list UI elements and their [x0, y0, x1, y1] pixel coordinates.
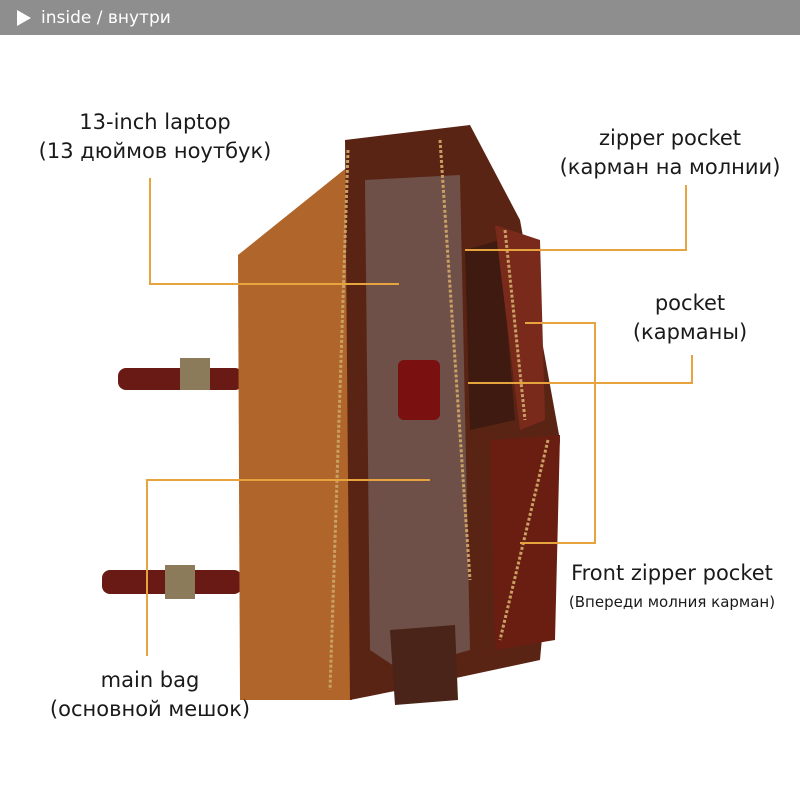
label-front-zipper-pocket: Front zipper pocket (Впереди молния карм… — [569, 559, 775, 617]
label-zipper-pocket: zipper pocket (карман на молнии) — [560, 124, 781, 182]
label-main-bag-en: main bag — [100, 668, 200, 692]
leader-line — [147, 479, 430, 481]
label-laptop-en: 13-inch laptop — [79, 110, 231, 134]
buckle-top — [180, 358, 210, 390]
label-pocket-en: pocket — [654, 291, 726, 315]
label-zipper-pocket-ru: (карман на молнии) — [559, 155, 781, 179]
laptop-compartment — [365, 175, 470, 670]
label-laptop-ru: (13 дюймов ноутбук) — [38, 139, 272, 163]
zipper-line — [328, 149, 350, 691]
leader-line — [691, 355, 693, 384]
zipper-line — [438, 139, 472, 581]
leader-line — [465, 249, 687, 251]
leader-line — [146, 479, 148, 656]
zipper-line — [498, 439, 550, 641]
bag-bottom-panel — [390, 625, 458, 705]
label-front-zipper-pocket-en: Front zipper pocket — [571, 561, 773, 585]
bag-flap — [238, 165, 352, 700]
label-main-bag: main bag (основной мешок) — [50, 666, 250, 724]
leader-line — [594, 322, 596, 544]
leader-line — [149, 283, 399, 285]
label-front-zipper-pocket-ru: (Впереди молния карман) — [568, 593, 776, 611]
header-bar: inside / внутри — [0, 0, 800, 35]
leader-line — [685, 185, 687, 251]
pen-loop — [398, 360, 440, 420]
leader-line — [149, 178, 151, 285]
label-zipper-pocket-en: zipper pocket — [598, 126, 742, 150]
label-main-bag-ru: (основной мешок) — [49, 697, 251, 721]
leader-line — [525, 322, 596, 324]
label-pocket-ru: (карманы) — [632, 320, 748, 344]
side-pocket — [495, 225, 545, 430]
leader-line — [520, 542, 596, 544]
label-pocket: pocket (карманы) — [633, 289, 747, 347]
play-triangle-icon — [17, 9, 31, 26]
leader-line — [468, 382, 693, 384]
zipper-line — [503, 229, 527, 421]
label-laptop: 13-inch laptop (13 дюймов ноутбук) — [39, 108, 272, 166]
header-title: inside / внутри — [41, 7, 171, 28]
buckle-bottom — [165, 565, 195, 599]
